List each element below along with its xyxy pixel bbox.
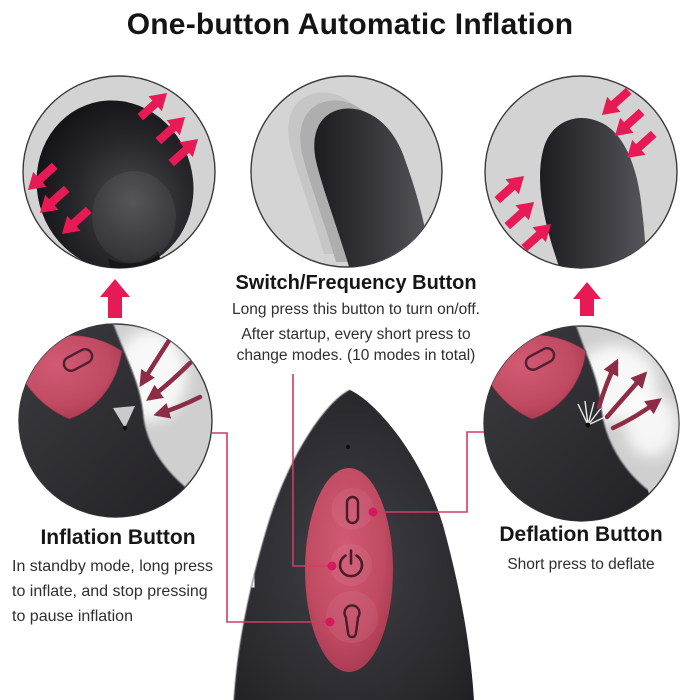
air-hole [122,425,128,431]
inflation-heading: Inflation Button [40,526,196,549]
switch-frequency-heading: Switch/Frequency Button [235,272,477,294]
air-in-arrows-icon [139,336,203,419]
pill-button-icon [62,348,94,372]
deflation-detail-circle [483,325,680,522]
probe-image [288,92,431,267]
inflated-bulb-circle [22,75,216,269]
inflation-button-icon [343,604,361,639]
deflation-heading: Deflation Button [499,523,663,546]
deflation-description-line: Short press to deflate [507,556,655,573]
device-air-hole [346,445,350,449]
page-title: One-button Automatic Inflation [126,8,574,41]
switch-description-line: After startup, every short press to [241,326,471,343]
up-arrow-icon [573,282,601,316]
inflation-description-line: to pause inflation [12,608,133,625]
probe-tip-image [540,117,646,268]
air-jet [113,406,135,428]
device-image [233,389,474,700]
up-arrow-icon [100,279,130,318]
inflation-description-line: to inflate, and stop pressing [12,583,208,600]
switch-description-block: After startup, every short press to chan… [186,324,526,366]
switch-description-line: change modes. (10 modes in total) [236,347,476,364]
inflation-description-line: In standby mode, long press [12,558,214,575]
switch-description-line: Long press this button to turn on/off. [232,301,480,318]
air-out-arrows-icon [596,358,662,431]
air-hole [585,422,591,428]
power-icon [338,549,364,578]
air-cloud [625,393,677,457]
pill-button-icon [524,347,556,371]
deflated-tip-circle [484,75,678,269]
spray-burst [577,400,606,426]
deflation-button-icon [345,495,360,525]
inflation-description-block: In standby mode, long press to inflate, … [12,554,252,629]
vibration-mode-circle [250,75,443,268]
inflation-detail-circle [18,323,213,518]
